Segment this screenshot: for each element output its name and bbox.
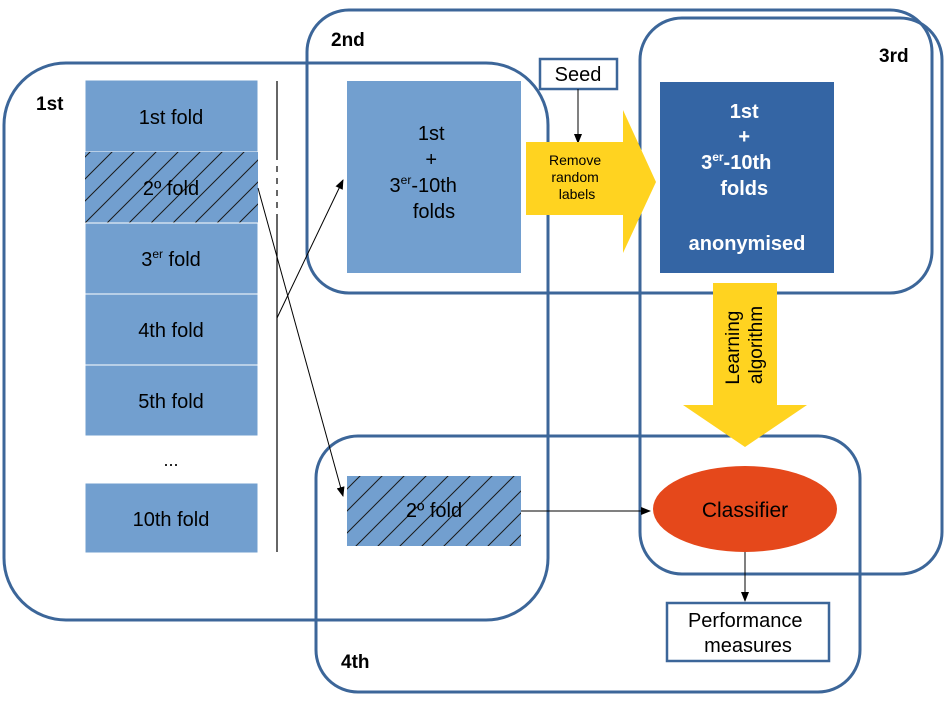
performance-box [665,601,831,663]
fold-2-label: 2º fold [143,178,199,200]
remove-labels-arrow [526,110,656,253]
arrow-to-test [257,187,345,497]
region-second-outline [305,8,934,295]
test-fold-label: 2º fold [406,500,462,522]
test-fold-box [347,476,521,546]
training-folds-box [347,81,521,273]
fold-4-label: 4th fold [138,320,204,342]
fold-2-hatched [85,152,258,223]
region-first-outline [2,61,550,622]
fold-column: 1st fold 2º fold 3er fold 4th fold 5th f… [84,79,259,554]
training-box-text: 1st + 3er-10th folds [390,123,463,223]
fold-10 [84,482,259,554]
stage-label-third: 3rd [879,46,909,67]
fold-ellipsis [85,436,258,483]
learning-algorithm-arrow [683,283,807,447]
region-fourth-outline [314,434,862,694]
arrow-to-training [276,179,344,319]
stage-label-fourth: 4th [341,652,370,673]
anonymised-box [660,82,834,273]
classifier-ellipse [653,466,837,552]
fold-1-label: 1st fold [139,107,203,129]
stage-label-second: 2nd [331,30,365,51]
remove-labels-text: Remove random labels [549,152,605,202]
fold-5 [84,364,259,437]
classifier-label: Classifier [702,499,788,522]
region-third-outline [638,16,944,576]
fold-10-label: 10th fold [133,509,210,531]
fold-1 [84,79,259,153]
stage-label-first: 1st [36,94,64,115]
fold-5-label: 5th fold [138,391,204,413]
fold-4 [84,293,259,366]
seed-label: Seed [555,64,602,86]
fold-3-label: 3er fold [141,247,201,271]
learning-algorithm-text: Learning algorithm [723,305,767,384]
performance-text: Performance measures [688,610,808,657]
fold-ellipsis-label: ... [163,450,178,470]
anonymised-box-text: 1st + 3er-10th folds anonymised [689,101,806,255]
fold-3 [84,222,259,295]
